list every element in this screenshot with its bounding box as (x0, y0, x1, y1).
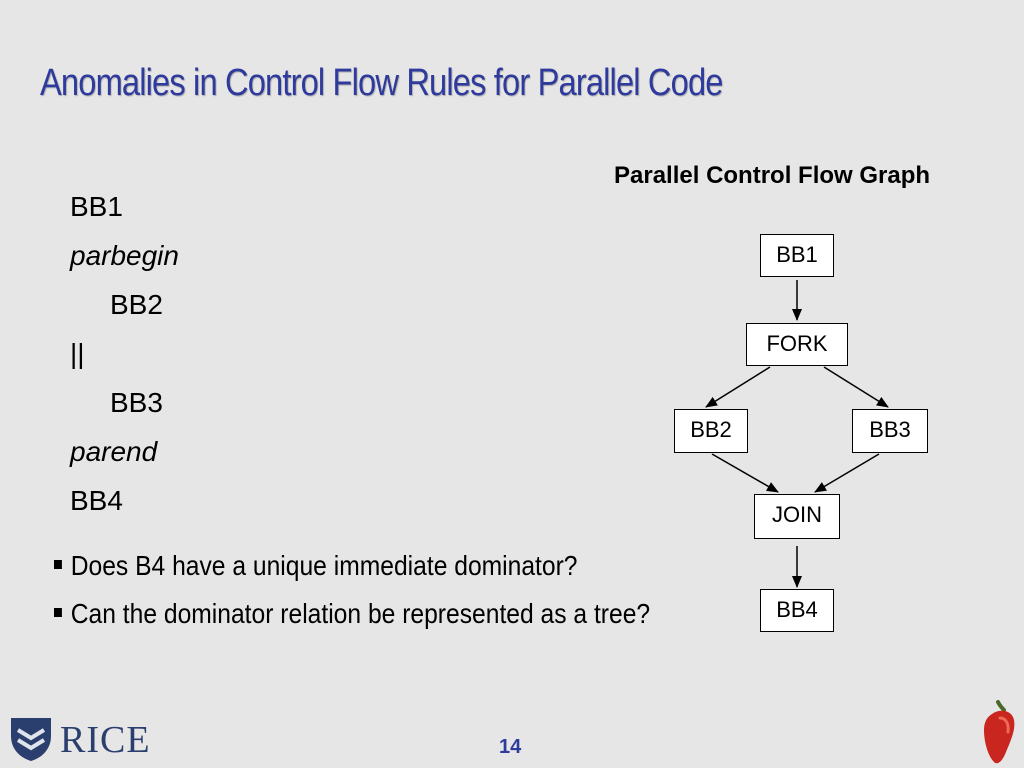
slide-title: Anomalies in Control Flow Rules for Para… (40, 62, 723, 104)
bullet-text: Can the dominator relation be represente… (70, 598, 651, 629)
edge-bb3-join (814, 453, 880, 493)
square-bullet-icon (54, 608, 62, 618)
code-line-parbegin: parbegin (70, 240, 179, 271)
rice-shield-icon (11, 718, 51, 761)
code-line-bb1: BB1 (70, 191, 123, 222)
code-line-bb3: BB3 (110, 387, 163, 418)
node-bb2: BB2 (674, 409, 748, 453)
edge-fork-bb2 (705, 366, 771, 408)
edge-bb2-join (711, 453, 779, 493)
node-join: JOIN (754, 494, 840, 539)
rice-logo: RICE (8, 714, 151, 762)
node-bb1: BB1 (760, 234, 834, 277)
bullet-item: Does B4 have a unique immediate dominato… (54, 546, 650, 594)
code-block: BB1 parbegin BB2 || BB3 parend BB4 (70, 186, 179, 529)
bullet-list: Does B4 have a unique immediate dominato… (54, 546, 731, 642)
page-number: 14 (499, 736, 522, 758)
rice-logo-text: RICE (60, 719, 151, 761)
code-line-parallel-separator: || (70, 338, 85, 369)
code-line-bb2: BB2 (110, 289, 163, 320)
bullet-text: Does B4 have a unique immediate dominato… (70, 550, 578, 581)
square-bullet-icon (54, 560, 62, 570)
graph-heading: Parallel Control Flow Graph (614, 162, 931, 189)
edge-fork-bb3 (823, 366, 889, 408)
node-fork: FORK (746, 323, 848, 366)
code-line-parend: parend (70, 436, 158, 467)
node-bb4: BB4 (760, 589, 834, 632)
chili-pepper-icon (984, 700, 1015, 764)
bullet-item: Can the dominator relation be represente… (54, 594, 650, 642)
code-line-bb4: BB4 (70, 485, 123, 516)
node-bb3: BB3 (852, 409, 928, 453)
